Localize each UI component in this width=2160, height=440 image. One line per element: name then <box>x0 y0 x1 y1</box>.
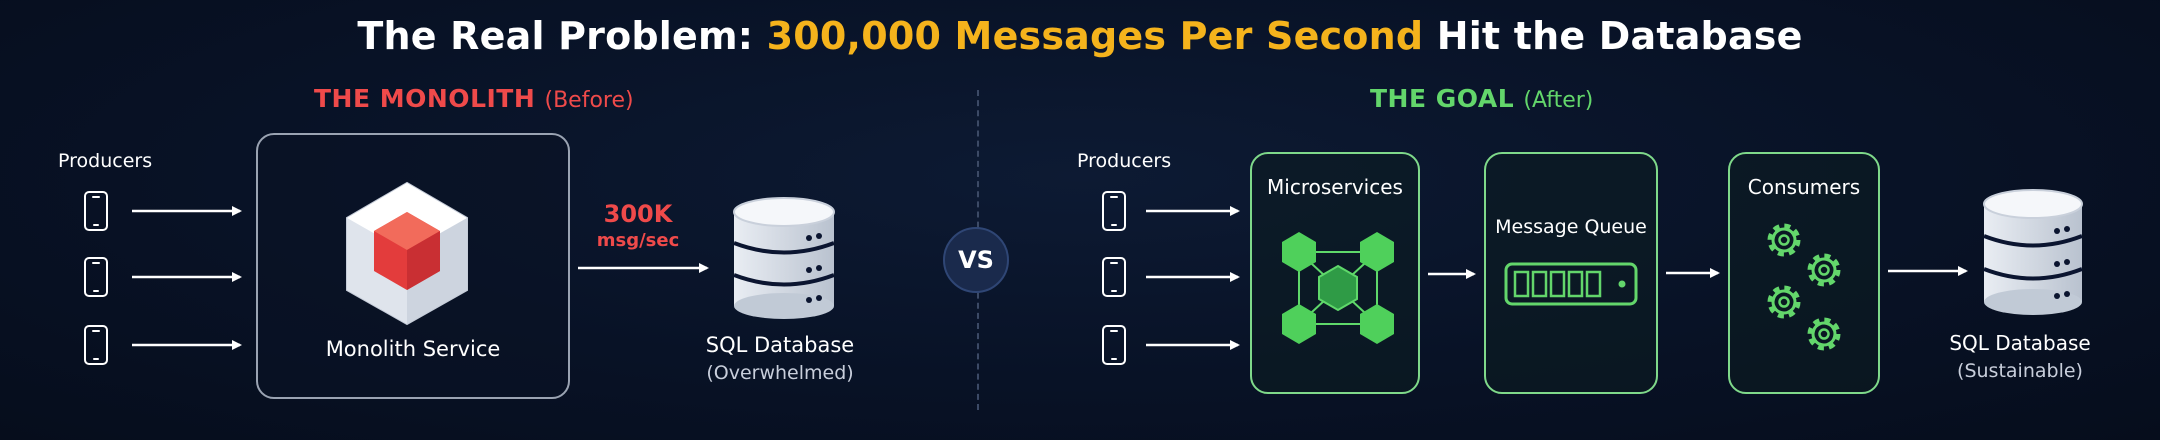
before-producers-label: Producers <box>58 150 153 172</box>
database-icon <box>1983 189 2083 315</box>
before-db-status: (Overwhelmed) <box>706 362 854 384</box>
gear-icon <box>1807 317 1841 351</box>
phone-icon <box>84 257 108 297</box>
hexagon-network-icon <box>1282 232 1394 344</box>
cube-icon <box>346 181 468 326</box>
before-db-label: SQL Database <box>705 333 855 357</box>
monolith-service-label: Monolith Service <box>325 337 501 361</box>
after-db-label: SQL Database <box>1949 331 2091 355</box>
goal-heading-text: THE GOAL <box>1370 84 1515 113</box>
database-icon <box>733 197 835 319</box>
monolith-heading: THE MONOLITH (Before) <box>314 84 634 113</box>
microservices-box <box>1250 152 1420 394</box>
phone-icon <box>1102 257 1126 297</box>
after-producers-label: Producers <box>1077 150 1172 172</box>
monolith-heading-text: THE MONOLITH <box>314 84 536 113</box>
vs-badge: VS <box>943 227 1009 293</box>
rate-value: 300K <box>603 200 673 228</box>
message-queue-label: Message Queue <box>1495 216 1647 238</box>
rate-annotation: 300K msg/sec <box>578 200 698 251</box>
goal-heading-sub: (After) <box>1523 88 1594 113</box>
goal-heading: THE GOAL (After) <box>1370 84 1593 113</box>
page-title: The Real Problem: 300,000 Messages Per S… <box>0 14 2160 58</box>
after-db-status: (Sustainable) <box>1957 360 2083 382</box>
consumers-label: Consumers <box>1747 175 1861 199</box>
title-prefix: The Real Problem: <box>357 14 754 58</box>
monolith-heading-sub: (Before) <box>544 88 634 113</box>
title-suffix: Hit the Database <box>1436 14 1803 58</box>
phone-icon <box>84 191 108 231</box>
gear-icon <box>1767 285 1801 319</box>
gear-icon <box>1767 223 1801 257</box>
queue-icon <box>1504 262 1638 306</box>
phone-icon <box>84 325 108 365</box>
gear-icon <box>1807 253 1841 287</box>
title-highlight: 300,000 Messages Per Second <box>766 14 1424 58</box>
phone-icon <box>1102 325 1126 365</box>
consumers-box <box>1728 152 1880 394</box>
phone-icon <box>1102 191 1126 231</box>
microservices-label: Microservices <box>1267 175 1403 199</box>
rate-unit: msg/sec <box>596 230 680 251</box>
